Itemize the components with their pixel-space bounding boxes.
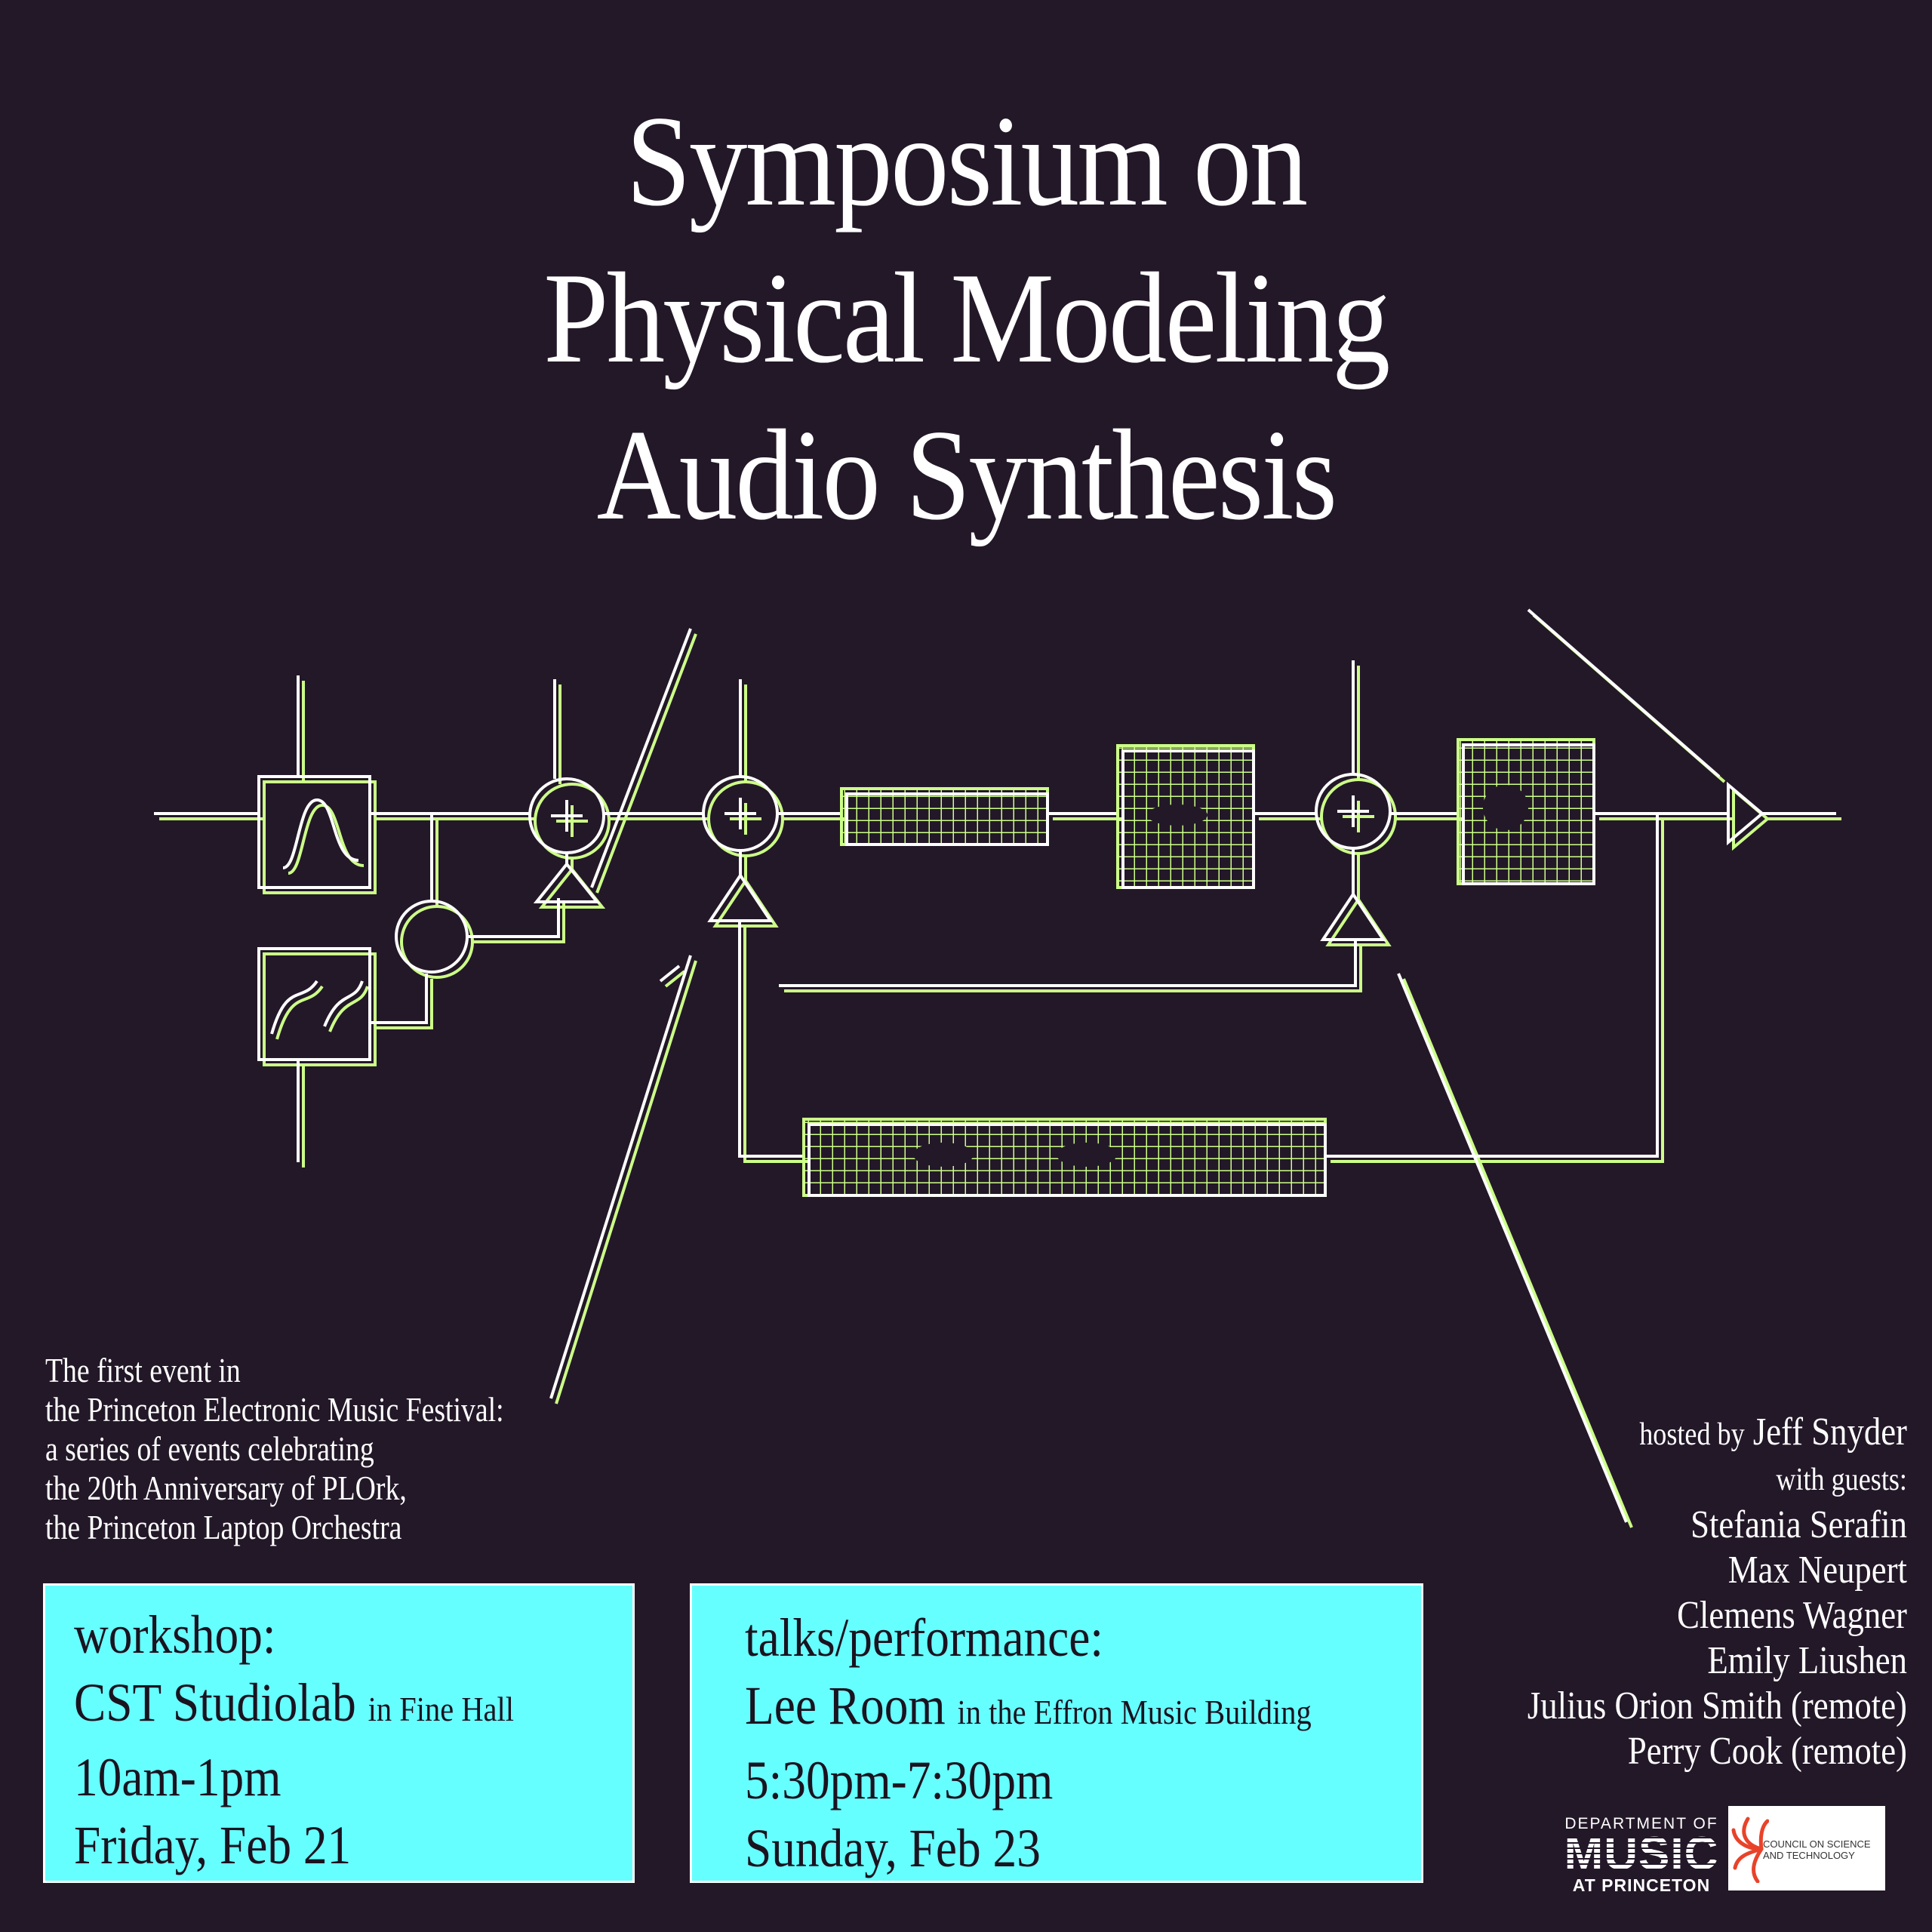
- talks-date: Sunday, Feb 23: [745, 1818, 1041, 1878]
- hosts-list: hosted by Jeff Snyder with guests: Stefa…: [1527, 1410, 1907, 1774]
- workshop-date: Friday, Feb 21: [74, 1815, 352, 1875]
- guest-name: Stefania Serafin: [1690, 1503, 1907, 1546]
- guest-name: Max Neupert: [1727, 1549, 1907, 1592]
- talks-time: 5:30pm-7:30pm: [745, 1750, 1054, 1810]
- title-line: Physical Modeling: [543, 247, 1390, 390]
- workshop-label: workshop:: [74, 1604, 276, 1665]
- with-guests-label: with guests:: [1776, 1463, 1907, 1497]
- guest-name: Julius Orion Smith (remote): [1527, 1684, 1907, 1727]
- workshop-venue-detail: in Fine Hall: [368, 1690, 515, 1728]
- title-line: Audio Synthesis: [596, 404, 1337, 547]
- logo-text: MUSIC: [1562, 1831, 1721, 1878]
- host-name: Jeff Snyder: [1752, 1411, 1907, 1454]
- guest-name: Clemens Wagner: [1677, 1594, 1907, 1637]
- hosted-by-label: hosted by: [1639, 1417, 1745, 1452]
- workshop-venue: CST Studiolab: [74, 1672, 356, 1733]
- intro-line: The first event in: [45, 1351, 241, 1389]
- intro-line: the Princeton Electronic Music Festival:: [45, 1390, 504, 1429]
- talks-label: talks/performance:: [745, 1607, 1103, 1668]
- intro-line: the Princeton Laptop Orchestra: [45, 1508, 402, 1546]
- pinwheel-icon: [1731, 1817, 1769, 1883]
- talks-venue-detail: in the Effron Music Building: [957, 1693, 1312, 1731]
- intro-text: The first event in the Princeton Electro…: [45, 1351, 504, 1547]
- intro-line: the 20th Anniversary of PLOrk,: [45, 1469, 407, 1507]
- talks-info-box: talks/performance: Lee Room in the Effro…: [690, 1583, 1423, 1883]
- logo-text: DEPARTMENT OF: [1564, 1815, 1718, 1832]
- guest-name: Emily Liushen: [1707, 1639, 1907, 1682]
- talks-venue: Lee Room: [745, 1675, 946, 1736]
- title-line: Symposium on: [626, 90, 1309, 233]
- department-of-music-logo: DEPARTMENT OF MUSIC AT PRINCETON: [1562, 1815, 1721, 1896]
- logo-text: COUNCIL ON SCIENCE: [1763, 1838, 1871, 1850]
- guest-name: Perry Cook (remote): [1627, 1730, 1907, 1773]
- workshop-time: 10am-1pm: [74, 1747, 281, 1807]
- logo-text: AND TECHNOLOGY: [1763, 1850, 1855, 1861]
- workshop-info-box: workshop: CST Studiolab in Fine Hall 10a…: [43, 1583, 635, 1883]
- logo-text: AT PRINCETON: [1572, 1875, 1711, 1895]
- poster-title: Symposium on Physical Modeling Audio Syn…: [0, 83, 1932, 554]
- intro-line: a series of events celebrating: [45, 1429, 374, 1468]
